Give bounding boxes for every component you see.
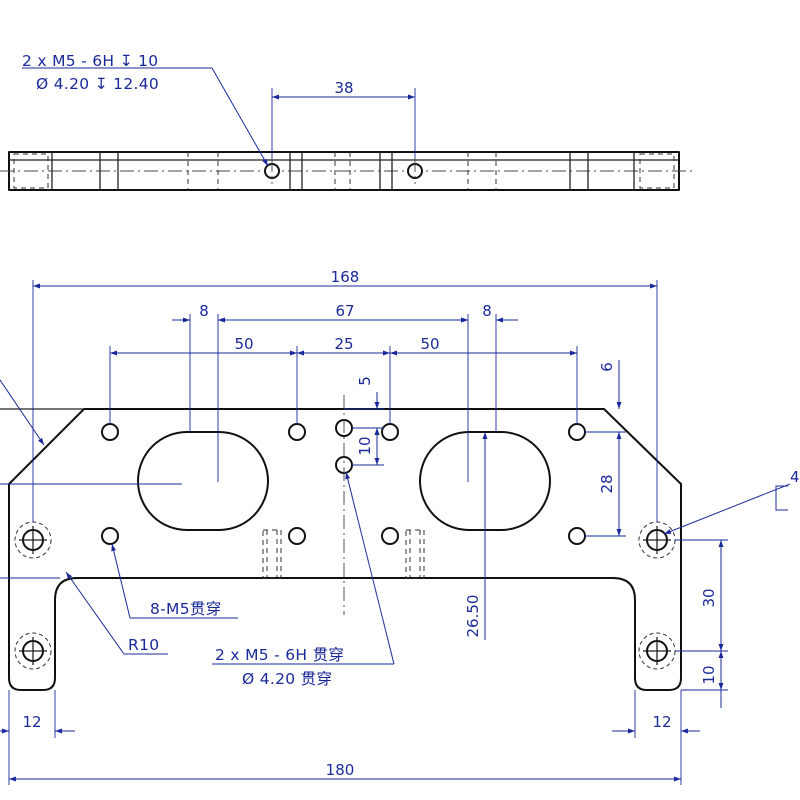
note-thread-line2: Ø 4.20 贯穿: [242, 670, 332, 688]
dim-text-38: 38: [334, 79, 353, 97]
front-view: 168 8 67 8 50 25 50: [0, 268, 800, 785]
dim-text-8-left: 8: [199, 302, 209, 320]
hole-top-3: [381, 423, 399, 441]
hole-bottom-2: [288, 527, 306, 545]
note-eight-holes: 8-M5贯穿: [111, 543, 238, 619]
dim-text-50-left: 50: [234, 335, 253, 353]
hole-bottom-4: [568, 527, 586, 545]
side-view-hidden-features: [13, 152, 675, 190]
dim-text-10-bottom: 10: [700, 665, 718, 684]
dim-text-28: 28: [598, 474, 616, 493]
dim-text-30: 30: [700, 588, 718, 607]
note-thread-through: 2 x M5 - 6H 贯穿 Ø 4.20 贯穿: [212, 471, 395, 688]
hole-bottom-3: [381, 527, 399, 545]
dim-text-168: 168: [331, 268, 360, 286]
hole-top-1: [101, 423, 119, 441]
slot-left: [137, 431, 269, 531]
dim-far-right: 30 10: [675, 539, 728, 708]
dim-26-50: 26.50: [464, 432, 488, 640]
note-eight-holes-text: 8-M5贯穿: [150, 600, 222, 618]
dim-hole-spacing: 50 25 50: [109, 335, 578, 424]
dim-text-12-right: 12: [652, 713, 671, 731]
plate-outline: [8, 408, 682, 691]
hole-bottom-1: [101, 527, 119, 545]
hole-top-4: [568, 423, 586, 441]
note-thread-line1: 2 x M5 - 6H 贯穿: [215, 646, 344, 664]
callout-line2: Ø 4.20 ↧ 12.40: [36, 75, 159, 93]
m5-holes: [101, 419, 586, 545]
side-view: 38 2 x M5 - 6H ↧ 10 Ø 4.20 ↧ 12.40: [0, 52, 695, 191]
dim-text-10-center: 10: [356, 436, 374, 455]
callout-line1: 2 x M5 - 6H ↧ 10: [22, 52, 158, 70]
dim-text-8-right: 8: [482, 302, 492, 320]
dim-text-6: 6: [598, 362, 616, 372]
dim-168: 168: [32, 268, 658, 522]
dim-feet: 12 12: [0, 690, 700, 738]
dim-text-5: 5: [356, 376, 374, 386]
dim-text-50-right: 50: [420, 335, 439, 353]
edge-partial-text: 4: [790, 468, 800, 486]
hole-top-2: [288, 423, 306, 441]
dim-text-67: 67: [335, 302, 354, 320]
side-view-thread-callout: 2 x M5 - 6H ↧ 10 Ø 4.20 ↧ 12.40: [22, 52, 269, 167]
edge-callouts: 4: [0, 379, 800, 579]
dim-text-26-50: 26.50: [464, 595, 482, 638]
dim-text-25: 25: [334, 335, 353, 353]
note-radius-text: R10: [128, 636, 159, 654]
dim-right-vertical: 6 28: [585, 360, 626, 537]
dim-text-12-left: 12: [22, 713, 41, 731]
threaded-inserts: [262, 529, 425, 579]
dim-hole-spacing-38: 38: [271, 79, 416, 158]
dim-text-180: 180: [326, 761, 355, 779]
dim-180: 180: [8, 738, 682, 785]
dim-slots: 8 67 8: [172, 302, 518, 482]
dim-center-holes: 5 10: [344, 376, 384, 466]
note-radius: R10: [65, 571, 168, 655]
